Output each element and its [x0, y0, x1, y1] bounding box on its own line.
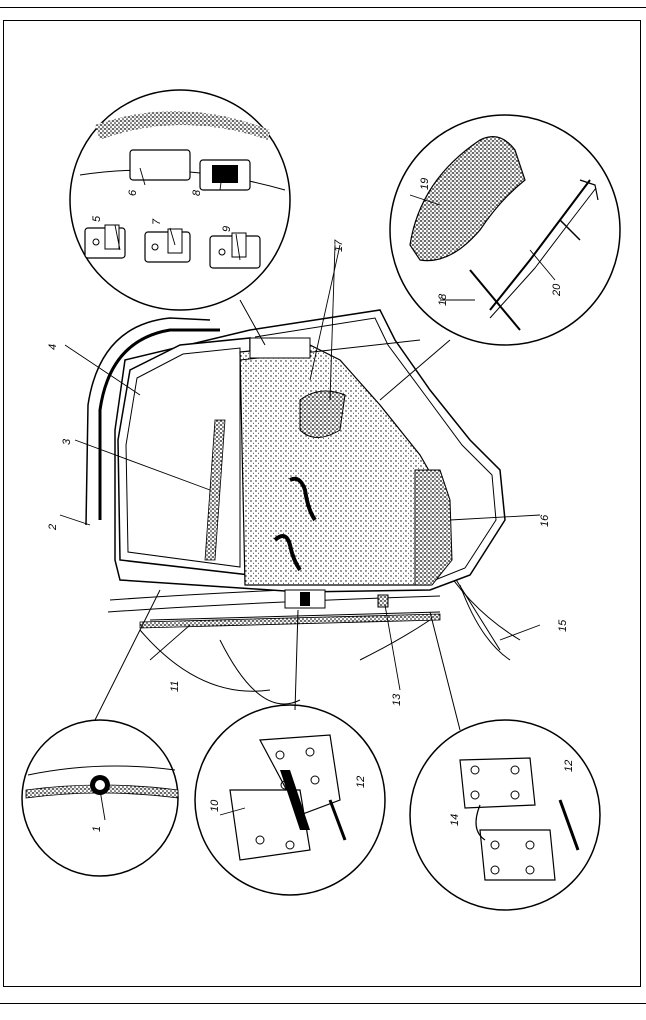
weatherstrip: [85, 317, 211, 526]
lock-striker: [249, 337, 311, 359]
door-edge: [254, 317, 497, 585]
door-sill-seal: [139, 613, 441, 629]
door-check: [377, 594, 389, 608]
callout-11: 11: [169, 681, 181, 692]
window-crank-handle-2: [273, 534, 302, 572]
callout-3: 3: [61, 438, 73, 445]
window-crank-handle: [289, 476, 317, 522]
detail-circle-hinge-bracket: [409, 611, 601, 911]
door-pocket: [414, 469, 453, 586]
callout-16: 16: [539, 514, 551, 527]
car-body-outline: [107, 559, 521, 705]
callout-12a: 12: [355, 776, 367, 788]
window-glass: [125, 347, 241, 568]
diagram-frame: [3, 20, 641, 987]
detail-circle-armrest: [379, 114, 621, 401]
callout-13: 13: [391, 693, 403, 706]
callout-8: 8: [191, 189, 203, 196]
hinge-block: [300, 592, 310, 606]
callout-12b: 12: [563, 760, 575, 772]
callout-1: 1: [91, 826, 103, 832]
callout-7: 7: [151, 218, 163, 225]
callout-4: 4: [47, 344, 59, 350]
detail-circle-seal-fastener: [21, 589, 179, 877]
callout-10: 10: [209, 799, 221, 812]
callout-18: 18: [437, 293, 449, 306]
callout-15: 15: [557, 619, 569, 632]
callout-14: 14: [449, 814, 461, 826]
callout-17: 17: [333, 239, 345, 252]
callout-20: 20: [551, 283, 563, 297]
bottom-rule: [0, 1003, 646, 1004]
callout-6: 6: [127, 189, 139, 196]
leader-lines: [59, 167, 556, 821]
detail-circle-brackets: [69, 89, 291, 346]
callout-5: 5: [91, 215, 103, 222]
top-rule: [0, 7, 646, 8]
callout-19: 19: [419, 178, 431, 190]
callout-2: 2: [47, 524, 59, 531]
window-seal: [98, 328, 220, 520]
window-guide-rail: [204, 419, 226, 561]
detail-circle-door-hinge: [194, 609, 386, 896]
callout-9: 9: [221, 226, 233, 232]
inner-door-handle: [299, 390, 346, 438]
